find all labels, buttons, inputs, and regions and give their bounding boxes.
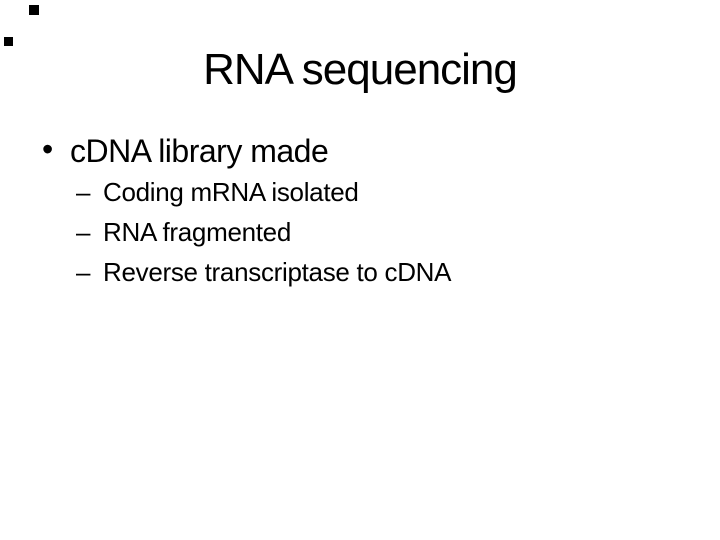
sub-bullet-item: –RNA fragmented: [76, 212, 451, 252]
sub-bullet-list: –Coding mRNA isolated –RNA fragmented –R…: [76, 172, 452, 292]
dash-marker: –: [76, 257, 91, 287]
sub-bullet-text: RNA fragmented: [103, 217, 292, 247]
bullet-text: cDNA library made: [70, 133, 329, 169]
dash-marker: –: [76, 217, 91, 247]
corner-square-left: [4, 37, 13, 46]
bullet-item: • cDNA library made: [42, 131, 329, 171]
sub-bullet-text: Reverse transcriptase to cDNA: [103, 257, 452, 287]
slide-title: RNA sequencing: [203, 45, 518, 94]
dash-marker: –: [76, 177, 91, 207]
sub-bullet-text: Coding mRNA isolated: [103, 177, 359, 207]
bullet-marker: •: [42, 131, 54, 167]
corner-square-top: [29, 5, 39, 15]
sub-bullet-item: –Reverse transcriptase to cDNA: [76, 252, 452, 292]
sub-bullet-item: –Coding mRNA isolated: [76, 172, 451, 212]
